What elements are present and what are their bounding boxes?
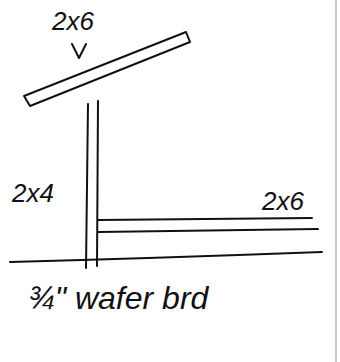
stud-board <box>86 101 98 268</box>
lumber-size: 2x6 <box>262 186 304 217</box>
scan-edge <box>336 0 337 362</box>
pointer-arrow <box>72 44 86 58</box>
rafter-board <box>24 32 190 106</box>
lumber-size: 2x6 <box>52 6 94 37</box>
floor-line <box>10 252 322 262</box>
material-note: ¾" wafer brd <box>28 280 208 317</box>
joist-board <box>98 218 318 232</box>
lumber-size: 2x4 <box>12 178 54 209</box>
